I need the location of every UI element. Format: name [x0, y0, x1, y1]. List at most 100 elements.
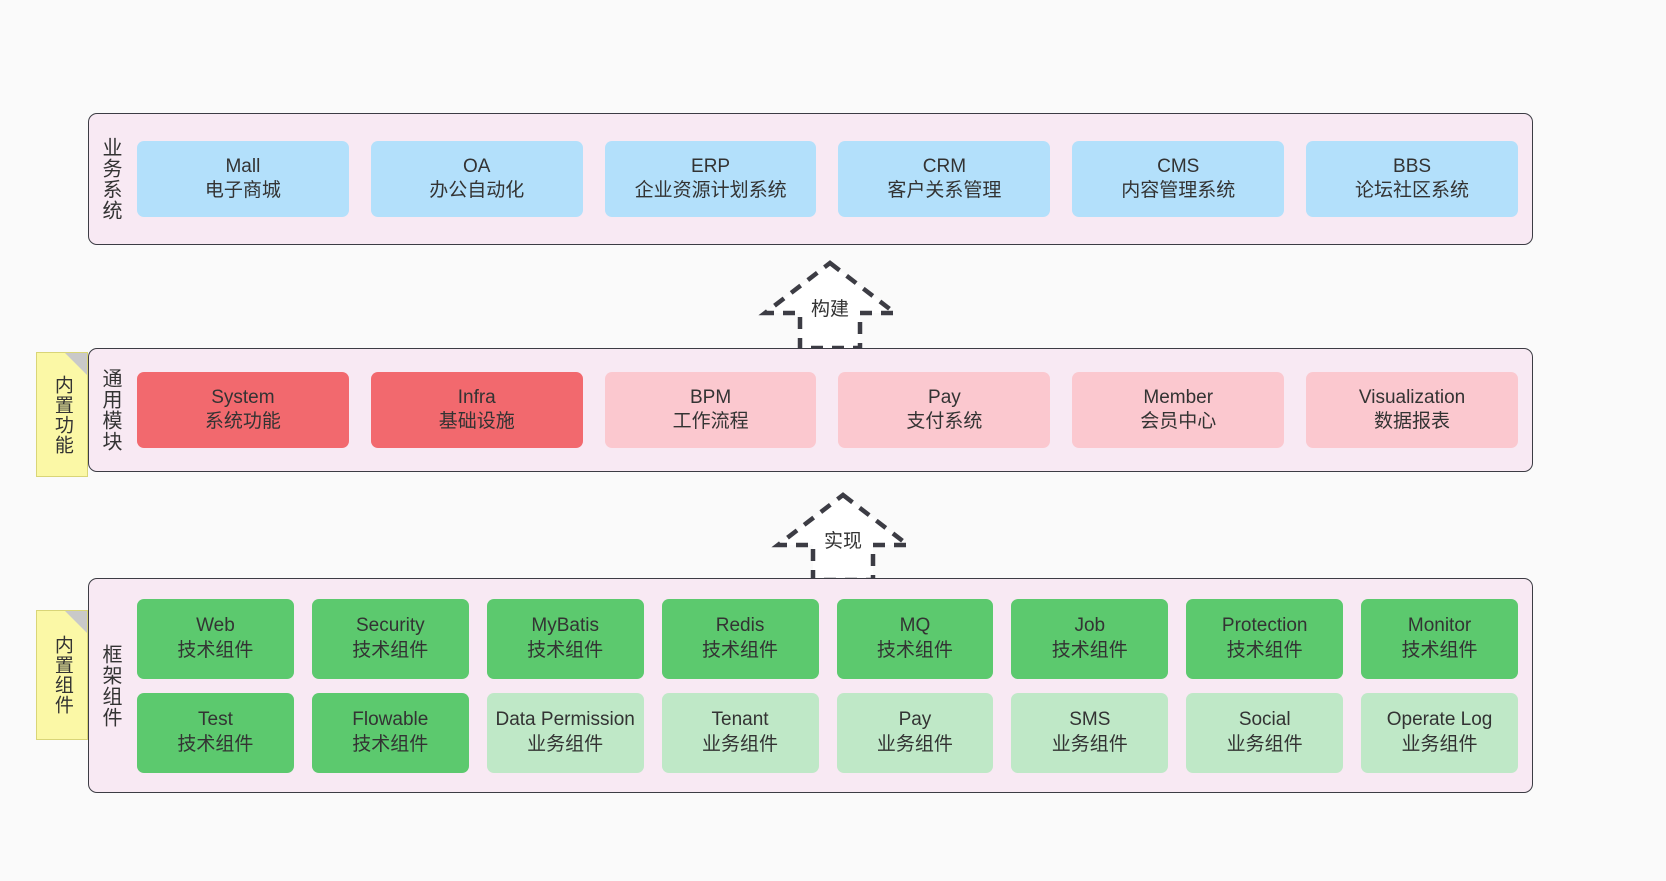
node-subtitle: 会员中心 [1140, 411, 1217, 432]
node-subtitle: 业务组件 [527, 733, 604, 755]
node-title: MyBatis [531, 615, 599, 637]
node-title: ERP [691, 155, 731, 177]
node-monitor[interactable]: Monitor 技术组件 [1361, 598, 1518, 679]
node-title: System [211, 386, 275, 408]
node-title: Operate Log [1386, 709, 1493, 731]
node-subtitle: 技术组件 [352, 733, 429, 755]
node-bpm[interactable]: BPM 工作流程 [604, 372, 817, 448]
node-subtitle: 业务组件 [1226, 733, 1303, 755]
node-title: Data Permission [495, 709, 635, 731]
node-subtitle: 业务组件 [1401, 733, 1478, 755]
node-subtitle: 客户关系管理 [887, 180, 1002, 201]
node-subtitle: 电子商城 [204, 180, 281, 201]
node-subtitle: 技术组件 [1401, 639, 1478, 661]
node-title: Pay [928, 386, 961, 408]
node-infra[interactable]: Infra 基础设施 [370, 372, 583, 448]
layer-title-framework-components: 框架组件 [99, 643, 121, 728]
node-title: Pay [898, 709, 932, 731]
node-title: Job [1074, 615, 1106, 637]
node-data-permission[interactable]: Data Permission 业务组件 [486, 692, 644, 773]
node-system[interactable]: System 系统功能 [137, 372, 349, 448]
node-erp[interactable]: ERP 企业资源计划系统 [604, 141, 817, 217]
node-title: Member [1143, 386, 1214, 408]
node-tenant[interactable]: Tenant 业务组件 [661, 692, 819, 773]
node-subtitle: 论坛社区系统 [1355, 180, 1470, 201]
node-subtitle: 支付系统 [906, 411, 983, 432]
layer-body-business-systems: Mall 电子商城 OA 办公自动化 ERP 企业资源计划系统 CRM 客户关系… [131, 114, 1532, 244]
layer-title-business-systems: 业务系统 [99, 137, 121, 221]
node-title: Infra [457, 386, 496, 408]
node-subtitle: 技术组件 [876, 639, 953, 661]
connector-build: 构建 [755, 258, 905, 353]
node-crm[interactable]: CRM 客户关系管理 [838, 141, 1051, 217]
node-title: Visualization [1358, 386, 1466, 408]
node-sms[interactable]: SMS 业务组件 [1011, 692, 1169, 773]
connector-build-label: 构建 [810, 299, 850, 320]
node-title: BBS [1393, 155, 1432, 177]
node-subtitle: 企业资源计划系统 [634, 180, 787, 201]
node-title: SMS [1069, 709, 1111, 731]
node-pay[interactable]: Pay 支付系统 [838, 372, 1051, 448]
node-subtitle: 技术组件 [177, 639, 254, 661]
node-flowable[interactable]: Flowable 技术组件 [311, 692, 469, 773]
node-subtitle: 办公自动化 [429, 180, 525, 201]
note-builtin-function: 内置功能 [36, 352, 88, 477]
node-cms[interactable]: CMS 内容管理系统 [1072, 141, 1285, 217]
node-operate-log[interactable]: Operate Log 业务组件 [1361, 692, 1518, 773]
node-title: Redis [715, 615, 765, 637]
layer-body-framework-components: Web 技术组件 Security 技术组件 MyBatis 技术组件 Redi… [131, 579, 1532, 792]
layer-common-modules: 通用模块 System 系统功能 Infra 基础设施 BPM 工作流程 Pay… [88, 348, 1533, 472]
node-title: Monitor [1407, 615, 1472, 637]
node-subtitle: 工作流程 [672, 411, 749, 432]
note-builtin-component: 内置组件 [36, 610, 88, 740]
layer-row: Web 技术组件 Security 技术组件 MyBatis 技术组件 Redi… [137, 598, 1518, 679]
note-label: 内置组件 [51, 635, 73, 715]
note-fold-icon [65, 353, 87, 375]
node-subtitle: 技术组件 [1226, 639, 1303, 661]
layer-row: Mall 电子商城 OA 办公自动化 ERP 企业资源计划系统 CRM 客户关系… [137, 141, 1518, 217]
note-label: 内置功能 [51, 374, 73, 455]
note-fold-icon [65, 611, 87, 633]
layer-business-systems: 业务系统 Mall 电子商城 OA 办公自动化 ERP 企业资源计划系统 CRM… [88, 113, 1533, 245]
node-title: Social [1238, 709, 1291, 731]
node-redis[interactable]: Redis 技术组件 [661, 598, 819, 679]
node-bbs[interactable]: BBS 论坛社区系统 [1306, 141, 1518, 217]
node-web[interactable]: Web 技术组件 [137, 598, 294, 679]
node-title: Security [355, 615, 425, 637]
node-subtitle: 业务组件 [1051, 733, 1128, 755]
node-title: OA [463, 155, 491, 177]
node-subtitle: 技术组件 [702, 639, 779, 661]
node-title: Test [198, 709, 233, 731]
layer-row: System 系统功能 Infra 基础设施 BPM 工作流程 Pay 支付系统… [137, 372, 1518, 448]
node-job[interactable]: Job 技术组件 [1011, 598, 1169, 679]
layer-body-common-modules: System 系统功能 Infra 基础设施 BPM 工作流程 Pay 支付系统… [131, 349, 1532, 471]
node-subtitle: 技术组件 [527, 639, 604, 661]
node-social[interactable]: Social 业务组件 [1186, 692, 1344, 773]
node-member[interactable]: Member 会员中心 [1072, 372, 1285, 448]
layer-row: Test 技术组件 Flowable 技术组件 Data Permission … [137, 692, 1518, 773]
connector-implement: 实现 [768, 490, 918, 585]
node-security[interactable]: Security 技术组件 [311, 598, 469, 679]
node-subtitle: 内容管理系统 [1121, 180, 1236, 201]
node-title: BPM [689, 386, 732, 408]
layer-title-common-modules: 通用模块 [99, 368, 121, 452]
node-subtitle: 技术组件 [177, 733, 254, 755]
node-oa[interactable]: OA 办公自动化 [370, 141, 583, 217]
node-title: CRM [922, 155, 967, 177]
node-protection[interactable]: Protection 技术组件 [1186, 598, 1344, 679]
node-subtitle: 技术组件 [1051, 639, 1128, 661]
connector-implement-label: 实现 [823, 531, 863, 552]
node-subtitle: 系统功能 [204, 411, 281, 432]
node-subtitle: 技术组件 [352, 639, 429, 661]
node-mybatis[interactable]: MyBatis 技术组件 [486, 598, 644, 679]
layer-framework-components: 框架组件 Web 技术组件 Security 技术组件 MyBatis 技术组件… [88, 578, 1533, 793]
node-title: CMS [1157, 155, 1200, 177]
node-subtitle: 数据报表 [1374, 411, 1451, 432]
node-mq[interactable]: MQ 技术组件 [836, 598, 994, 679]
node-title: MQ [899, 615, 931, 637]
node-visualization[interactable]: Visualization 数据报表 [1306, 372, 1518, 448]
node-test[interactable]: Test 技术组件 [137, 692, 294, 773]
node-title: Tenant [711, 709, 769, 731]
node-pay-component[interactable]: Pay 业务组件 [836, 692, 994, 773]
node-mall[interactable]: Mall 电子商城 [137, 141, 349, 217]
